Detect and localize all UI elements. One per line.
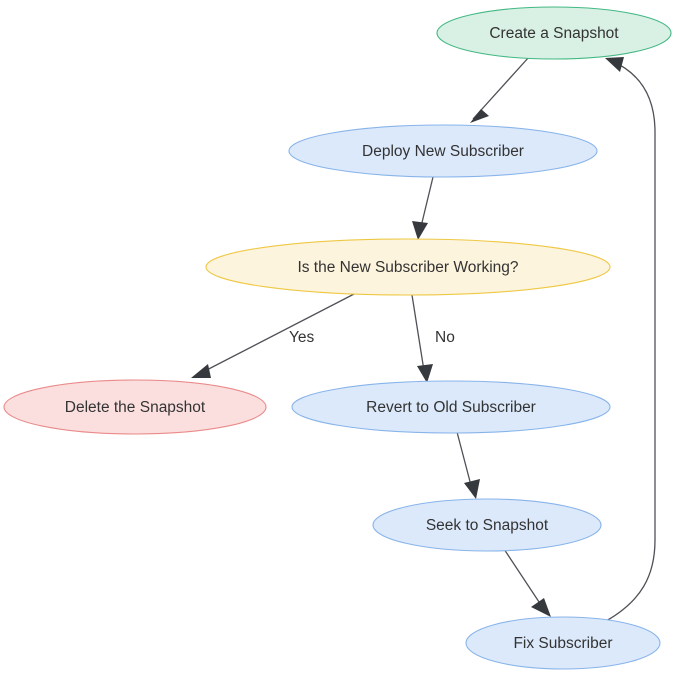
edge-line xyxy=(605,60,656,622)
node-create-snapshot[interactable]: Create a Snapshot xyxy=(436,6,672,60)
edge-line xyxy=(472,56,530,120)
arrowhead-icon xyxy=(191,364,211,378)
edge-create-to-deploy xyxy=(470,56,530,123)
edge-line xyxy=(196,292,357,376)
edge-revert-to-seek xyxy=(456,431,480,499)
edge-label-no: No xyxy=(435,329,455,346)
node-shape[interactable] xyxy=(3,379,267,435)
edge-fix-to-create-loop xyxy=(605,57,656,622)
node-is-new-subscriber-working[interactable]: Is the New Subscriber Working? xyxy=(205,238,611,296)
node-shape[interactable] xyxy=(372,498,602,552)
edge-working-yes-delete: Yes xyxy=(191,292,357,378)
node-shape[interactable] xyxy=(436,6,672,60)
node-deploy-new-subscriber[interactable]: Deploy New Subscriber xyxy=(288,124,598,178)
node-delete-the-snapshot[interactable]: Delete the Snapshot xyxy=(3,379,267,435)
edge-line xyxy=(411,294,426,378)
edge-layer: Yes No xyxy=(191,56,656,622)
node-revert-to-old-subscriber[interactable]: Revert to Old Subscriber xyxy=(291,380,611,434)
edge-label-yes: Yes xyxy=(289,329,315,346)
arrowhead-icon xyxy=(412,221,428,240)
arrowhead-icon xyxy=(605,57,624,72)
arrowhead-icon xyxy=(464,479,480,499)
node-fix-subscriber[interactable]: Fix Subscriber xyxy=(465,616,661,670)
node-layer: Create a Snapshot Deploy New Subscriber … xyxy=(3,6,672,670)
edge-seek-to-fix xyxy=(503,548,551,617)
arrowhead-icon xyxy=(417,364,433,383)
node-seek-to-snapshot[interactable]: Seek to Snapshot xyxy=(372,498,602,552)
arrowhead-icon xyxy=(470,109,489,123)
node-shape[interactable] xyxy=(291,380,611,434)
edge-working-no-revert: No xyxy=(411,294,455,383)
node-shape[interactable] xyxy=(465,616,661,670)
arrowhead-icon xyxy=(531,598,551,617)
edge-deploy-to-working xyxy=(412,176,434,240)
node-shape[interactable] xyxy=(288,124,598,178)
node-shape[interactable] xyxy=(205,238,611,296)
edge-line xyxy=(503,548,546,612)
